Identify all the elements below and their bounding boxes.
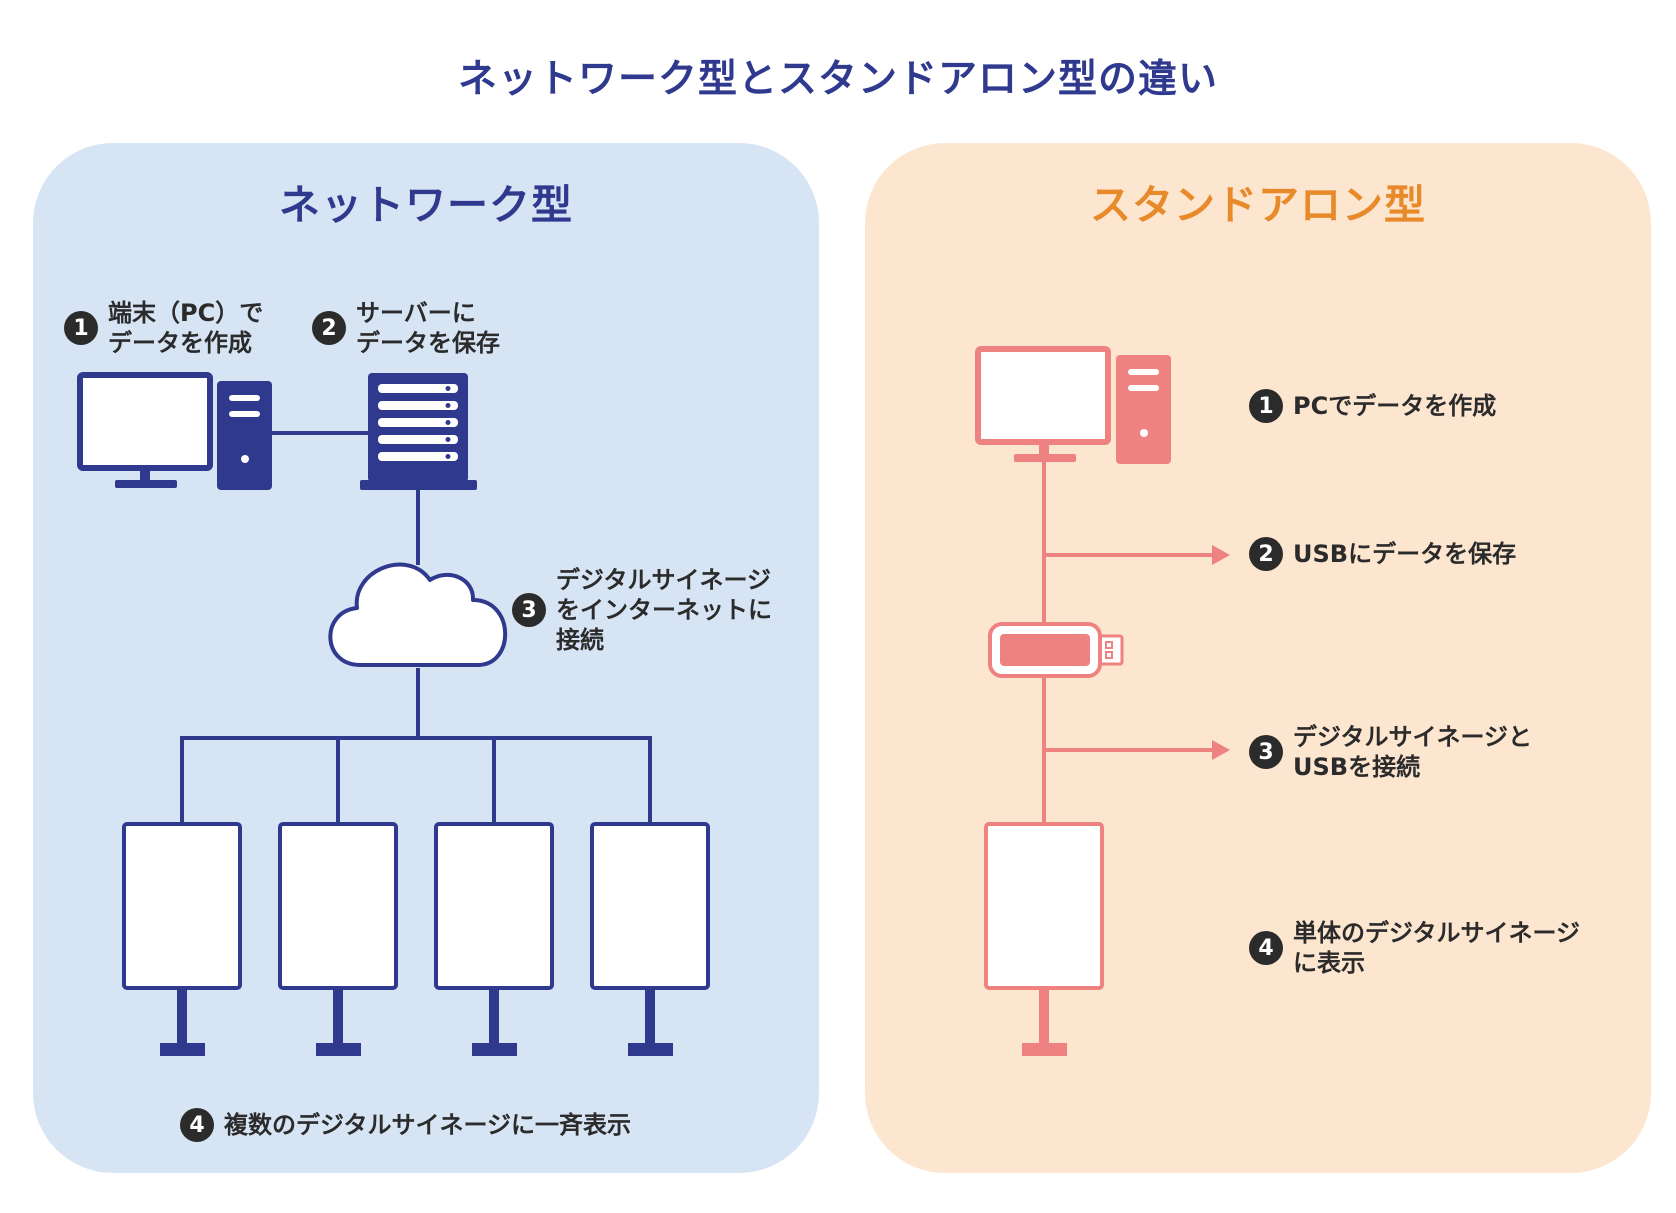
page-title: ネットワーク型とスタンドアロン型の違い <box>457 57 1218 102</box>
network-signage-displays <box>122 822 710 1056</box>
signage-display-icon <box>434 822 554 1056</box>
step-number-badge: 3 <box>1249 735 1283 769</box>
step-text-line: に表示 <box>1293 949 1365 977</box>
network-step-2: 2 サーバーに データを保存 <box>312 298 500 358</box>
step-text-line: デジタルサイネージ <box>556 566 772 594</box>
network-graphics <box>77 372 710 1056</box>
step-text-line: 端末（PC）で <box>108 299 264 327</box>
standalone-connector-lines <box>1042 462 1212 822</box>
signage-display-icon <box>590 822 710 1056</box>
standalone-step-4: 4 単体のデジタルサイネージ に表示 <box>1249 918 1580 978</box>
network-step-1: 1 端末（PC）で データを作成 <box>64 298 263 358</box>
server-icon <box>360 373 477 490</box>
signage-display-icon <box>122 822 242 1056</box>
usb-stick-icon <box>988 622 1124 678</box>
standalone-step-3: 3 デジタルサイネージと USBを接続 <box>1249 722 1532 782</box>
step-number-badge: 1 <box>1249 389 1283 423</box>
step-text-line: デジタルサイネージと <box>1293 723 1533 751</box>
network-step-3: 3 デジタルサイネージ をインターネットに 接続 <box>512 565 772 655</box>
step-number-badge: 2 <box>1249 537 1283 571</box>
signage-display-icon <box>278 822 398 1056</box>
signage-display-icon <box>984 822 1104 1056</box>
step-text-line: USBにデータを保存 <box>1293 540 1517 568</box>
desktop-pc-icon <box>77 372 272 490</box>
step-number-badge: 4 <box>1249 931 1283 965</box>
cloud-icon <box>328 562 508 667</box>
step-text-line: 接続 <box>556 626 604 654</box>
step-text-line: をインターネットに <box>556 596 772 624</box>
step-text-line: データを作成 <box>108 329 252 357</box>
standalone-step-1: 1 PCでデータを作成 <box>1249 389 1496 423</box>
network-step-4: 4 複数のデジタルサイネージに一斉表示 <box>180 1108 631 1142</box>
step-number-badge: 4 <box>180 1108 214 1142</box>
step-number-badge: 3 <box>512 593 546 627</box>
step-text-line: 単体のデジタルサイネージ <box>1293 919 1581 947</box>
desktop-pc-icon <box>975 346 1171 464</box>
standalone-panel: スタンドアロン型 <box>865 143 1651 1173</box>
standalone-panel-title: スタンドアロン型 <box>1090 181 1426 229</box>
step-text-line: データを保存 <box>356 329 500 357</box>
step-text-line: USBを接続 <box>1293 753 1421 781</box>
network-panel-title: ネットワーク型 <box>279 181 573 229</box>
standalone-step-2: 2 USBにデータを保存 <box>1249 537 1516 571</box>
network-connector-lines <box>180 431 652 822</box>
step-number-badge: 1 <box>64 311 98 345</box>
step-text-line: 複数のデジタルサイネージに一斉表示 <box>224 1111 632 1139</box>
step-number-badge: 2 <box>312 311 346 345</box>
arrowheads <box>1212 545 1230 760</box>
step-text-line: サーバーに <box>356 299 476 327</box>
step-text-line: PCでデータを作成 <box>1293 392 1497 420</box>
standalone-graphics <box>975 346 1230 1056</box>
